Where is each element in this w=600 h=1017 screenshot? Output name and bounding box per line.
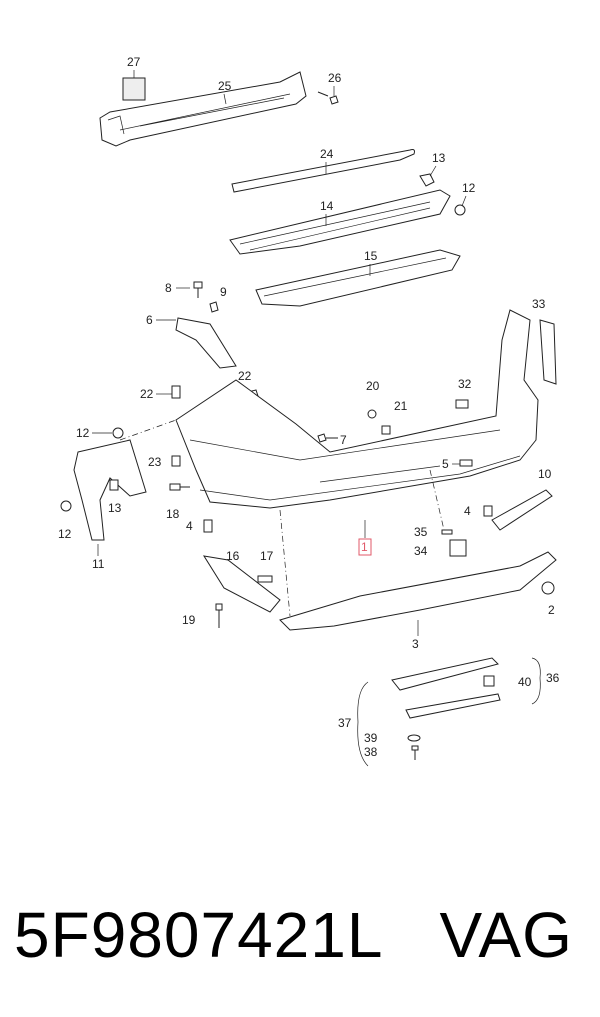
exploded-parts-diagram: 27 25 26 24 13 12 14 15 33 6 8 9 22 22	[58, 55, 560, 767]
part-number-footer: 5F9807421L VAG	[14, 890, 594, 980]
callout-34: 34	[414, 544, 428, 558]
part-27-label	[122, 77, 146, 101]
callout-4b: 4	[464, 504, 471, 518]
callout-17: 17	[260, 549, 274, 563]
callout-12c: 12	[58, 527, 72, 541]
part-13-clip	[419, 173, 435, 187]
part-9-clip	[209, 301, 219, 313]
part-16-bracket	[202, 555, 281, 613]
part-38-screw	[411, 745, 419, 760]
callout-5: 5	[442, 457, 449, 471]
callout-22b: 22	[238, 369, 252, 383]
part-12-nut	[454, 204, 466, 216]
callout-9: 9	[220, 285, 227, 299]
part-8-screw	[193, 281, 203, 298]
callout-21: 21	[394, 399, 408, 413]
callout-13b: 13	[108, 501, 122, 515]
callout-11: 11	[92, 557, 105, 571]
part-35-clip	[441, 529, 453, 535]
callout-33: 33	[532, 297, 546, 311]
callout-26: 26	[328, 71, 342, 85]
callout-39: 39	[364, 731, 378, 745]
part-20-nut	[367, 409, 377, 419]
callout-27: 27	[127, 55, 141, 69]
callout-38: 38	[364, 745, 378, 759]
callout-12a: 12	[462, 181, 476, 195]
assembly-line-1	[279, 509, 291, 617]
part-21-clip	[381, 425, 391, 435]
part-4b-screw	[483, 505, 493, 517]
part-23-screw	[171, 455, 181, 467]
callout-22a: 22	[140, 387, 154, 401]
callout-12b: 12	[76, 426, 90, 440]
part-15-guide	[255, 249, 461, 307]
bumper-cover-lines	[189, 429, 521, 501]
part-11-side-bracket	[73, 439, 147, 541]
callout-15: 15	[364, 249, 378, 263]
callout-23: 23	[148, 455, 162, 469]
part-12b-nut	[112, 427, 124, 439]
carrier-detail	[239, 201, 431, 251]
callout-1-highlight	[358, 538, 372, 556]
assembly-line-2	[429, 469, 445, 531]
part-37-assembly	[405, 693, 501, 719]
part-36-assembly	[391, 657, 499, 691]
part-33-panel	[539, 319, 557, 385]
leader-13a	[429, 165, 437, 177]
leader-12a	[461, 195, 467, 207]
guide-detail	[263, 257, 447, 297]
part-39-washer	[407, 734, 421, 742]
callout-16: 16	[226, 549, 240, 563]
part-10-reflector	[491, 489, 553, 531]
callout-32: 32	[458, 377, 472, 391]
brand-label: VAG	[439, 899, 573, 971]
callout-20: 20	[366, 379, 380, 393]
part-3-diffuser	[279, 551, 557, 631]
part-34-bracket	[449, 539, 467, 557]
part-25-impact-beam	[99, 71, 307, 147]
callout-14: 14	[320, 199, 334, 213]
part-13b-clip	[109, 479, 119, 491]
callout-13a: 13	[432, 151, 446, 165]
part-6-bracket	[175, 317, 237, 369]
part-17-clip	[257, 575, 273, 583]
callout-25: 25	[218, 79, 232, 93]
part-5-clip	[459, 459, 473, 467]
callout-37: 37	[338, 716, 352, 730]
part-26-screw	[317, 91, 339, 105]
part-19-screw	[215, 603, 223, 628]
callout-6: 6	[146, 313, 153, 327]
callout-1: 1	[361, 540, 368, 554]
bracket-37	[357, 681, 369, 767]
callout-19: 19	[182, 613, 196, 627]
part-4a-screw	[203, 519, 213, 533]
part-2-cap	[541, 581, 555, 595]
callout-10: 10	[538, 467, 552, 481]
part-24-trim-strip	[231, 149, 415, 193]
callout-40: 40	[518, 675, 532, 689]
part-7-screw	[317, 433, 338, 443]
part-12c-nut	[60, 500, 72, 512]
part-1-bumper-cover	[175, 309, 539, 509]
callout-3: 3	[412, 637, 419, 651]
leader-25	[223, 93, 227, 105]
part-number-label: 5F9807421L	[14, 899, 384, 971]
part-18-screw	[169, 483, 190, 491]
callout-4a: 4	[186, 519, 193, 533]
part-32-bracket	[455, 399, 469, 409]
callout-2: 2	[548, 603, 555, 617]
callout-36: 36	[546, 671, 560, 685]
part-40-clip	[483, 675, 495, 687]
bracket-36	[531, 657, 541, 705]
assembly-line-3	[119, 419, 177, 441]
callout-24: 24	[320, 147, 334, 161]
beam-detail	[107, 93, 291, 135]
callout-18: 18	[166, 507, 180, 521]
callout-8: 8	[165, 281, 172, 295]
callout-7: 7	[340, 433, 347, 447]
part-22-clip	[171, 385, 181, 399]
callout-35: 35	[414, 525, 428, 539]
